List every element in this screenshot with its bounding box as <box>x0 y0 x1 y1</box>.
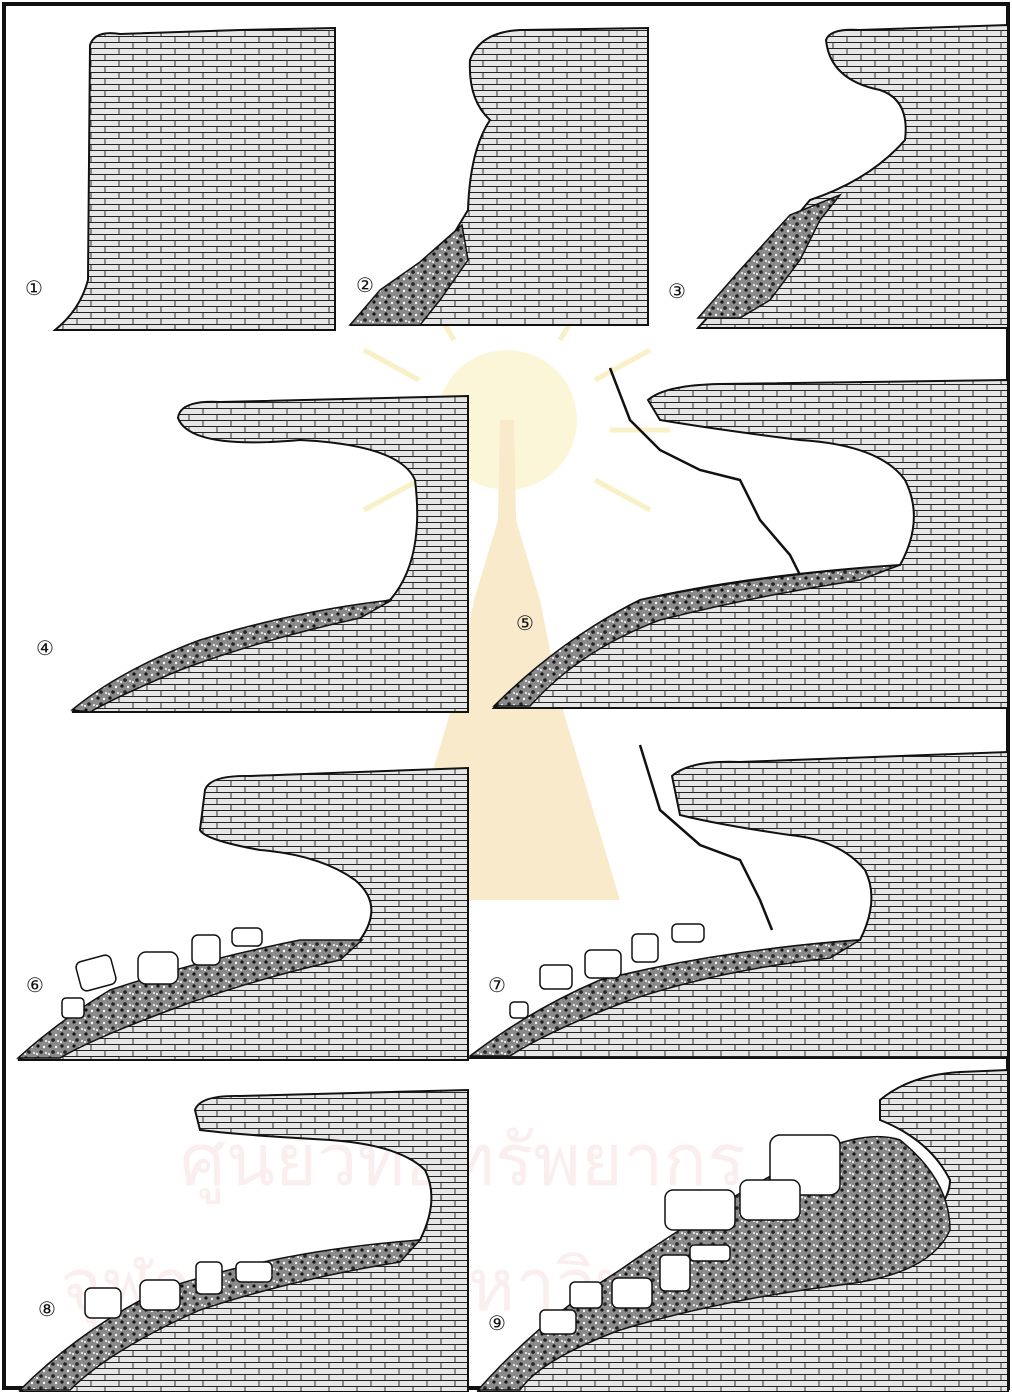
panel-4-rock <box>72 396 468 712</box>
panel-4-label: ④ <box>36 636 54 660</box>
panel-6-label: ⑥ <box>26 973 44 997</box>
panel-4: ④ <box>36 396 468 712</box>
panel-2: ② <box>350 28 648 325</box>
panel-1-label: ① <box>25 276 43 300</box>
panel-8-label: ⑧ <box>38 1297 56 1321</box>
panel-9-label: ⑨ <box>488 1311 506 1335</box>
panel-3-label: ③ <box>668 279 686 303</box>
panel-2-label: ② <box>356 273 374 297</box>
panel-1: ① <box>25 28 335 330</box>
panel-8: ⑧ <box>20 1090 468 1392</box>
panel-3: ③ <box>668 25 1008 328</box>
panel-6: ⑥ <box>18 768 468 1060</box>
panel-5-label: ⑤ <box>516 611 534 635</box>
panel-1-rock <box>55 28 335 330</box>
panel-7-label: ⑦ <box>488 973 506 997</box>
